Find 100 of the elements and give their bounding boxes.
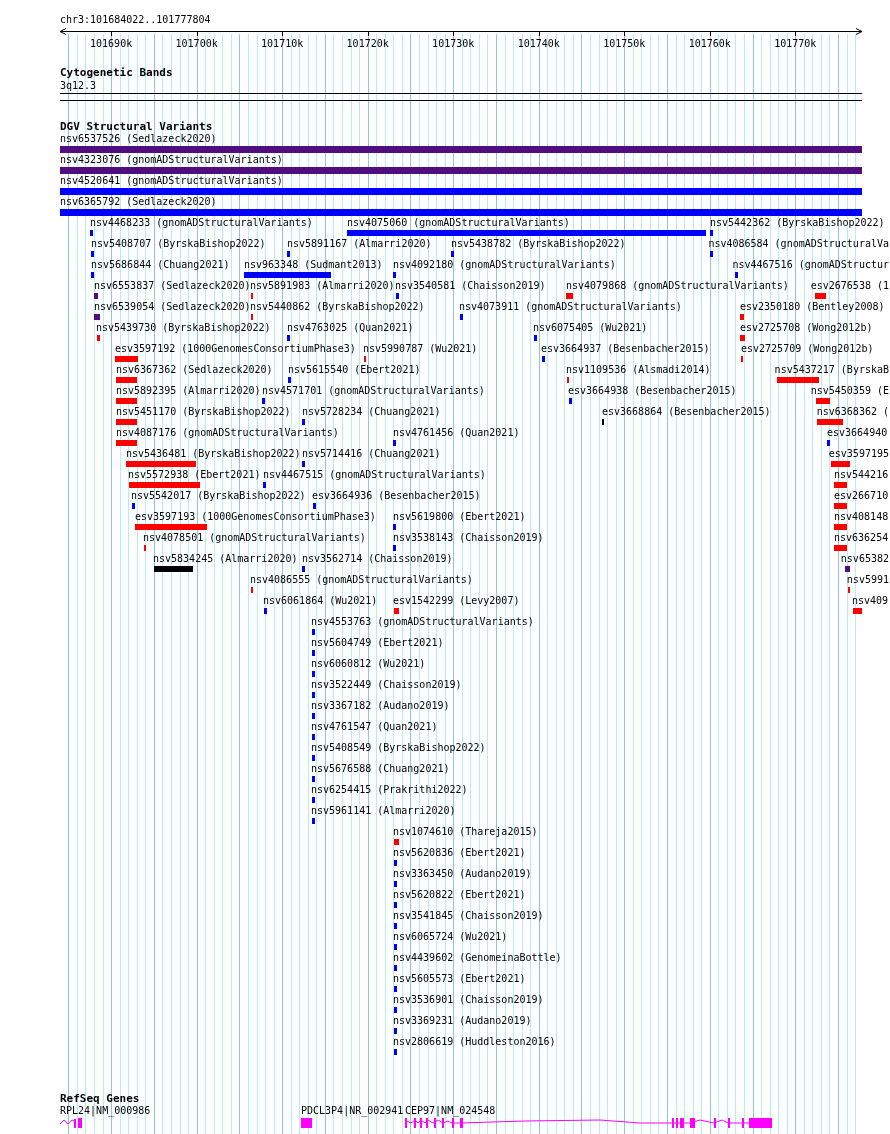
track-title: Cytogenetic Bands	[60, 67, 173, 79]
variant-label: nsv5620836 (Ebert2021)	[393, 847, 526, 859]
variant-label: esv3668864 (Besenbacher2015)	[602, 406, 771, 418]
tick-label: 101690k	[90, 38, 133, 50]
variant-label: nsv4571701 (gnomADStructuralVariants)	[262, 385, 485, 397]
variant-label: nsv408148	[834, 511, 889, 523]
variant-label: nsv6368362 (	[816, 406, 889, 418]
variant-label: nsv5990787 (Wu2021)	[363, 343, 478, 355]
variant-label: nsv3538143 (Chaisson2019)	[393, 532, 544, 544]
variant-label: nsv5408707 (ByrskaBishop2022)	[91, 238, 266, 250]
variant-label: nsv963348 (Sudmant2013)	[244, 259, 383, 271]
variant-label: esv2350180 (Bentley2008)	[740, 301, 885, 313]
variant-label: nsv3369231 (Audano2019)	[393, 1015, 532, 1027]
variant-label: esv3664940	[827, 427, 888, 439]
gene-label: PDCL3P4|NR_002941	[301, 1105, 404, 1117]
variant-label: nsv6075405 (Wu2021)	[533, 322, 648, 334]
variant-label: nsv4761456 (Quan2021)	[393, 427, 520, 439]
variant-label: nsv6061864 (Wu2021)	[263, 595, 378, 607]
variant-label: nsv5572938 (Ebert2021)	[128, 469, 261, 481]
variant-label: nsv4323076 (gnomADStructuralVariants)	[60, 154, 283, 166]
gene-label: RPL24|NM_000986	[60, 1105, 151, 1117]
variant-label: nsv5450359 (E	[810, 385, 889, 397]
variant-label: nsv3367182 (Audano2019)	[311, 700, 450, 712]
gene-label: CEP97|NM_024548	[405, 1105, 496, 1117]
variant-label: nsv2806619 (Huddleston2016)	[393, 1036, 556, 1048]
variant-label: nsv3541845 (Chaisson2019)	[393, 910, 544, 922]
variant-label: nsv65382	[840, 553, 889, 565]
variant-label: nsv5451170 (ByrskaBishop2022)	[116, 406, 291, 418]
variant-label: nsv4092180 (gnomADStructuralVariants)	[393, 259, 616, 271]
variant-label: nsv4467516 (gnomADStructur	[732, 259, 889, 271]
variant-label: nsv6539054 (Sedlazeck2020)	[94, 301, 251, 313]
variant-label: nsv5728234 (Chuang2021)	[302, 406, 441, 418]
variant-label: nsv4078501 (gnomADStructuralVariants)	[143, 532, 366, 544]
variant-label: nsv5892395 (Almarri2020)	[116, 385, 261, 397]
variant-label: nsv4763025 (Quan2021)	[287, 322, 414, 334]
tick-label: 101730k	[432, 38, 475, 50]
variant-label: nsv4761547 (Quan2021)	[311, 721, 438, 733]
track-title: RefSeq Genes	[60, 1093, 140, 1105]
variant-label: nsv6060812 (Wu2021)	[311, 658, 426, 670]
variant-label: nsv3363450 (Audano2019)	[393, 868, 532, 880]
variant-label: nsv5436481 (ByrskaBishop2022)	[126, 448, 301, 460]
variant-label: esv2725709 (Wong2012b)	[741, 343, 874, 355]
variant-label: nsv5619800 (Ebert2021)	[393, 511, 526, 523]
variant-label: nsv5604749 (Ebert2021)	[311, 637, 444, 649]
variant-label: nsv1074610 (Thareja2015)	[393, 826, 538, 838]
variant-label: nsv6365792 (Sedlazeck2020)	[60, 196, 217, 208]
variant-label: nsv636254	[834, 532, 889, 544]
variant-label: nsv4075060 (gnomADStructuralVariants)	[347, 217, 570, 229]
tick-label: 101770k	[774, 38, 817, 50]
variant-label: esv3664937 (Besenbacher2015)	[541, 343, 710, 355]
variant-label: nsv4468233 (gnomADStructuralVariants)	[90, 217, 313, 229]
variant-label: nsv4079868 (gnomADStructuralVariants)	[566, 280, 789, 292]
variant-label: nsv1109536 (Alsmadi2014)	[566, 364, 711, 376]
variant-label: nsv3522449 (Chaisson2019)	[311, 679, 462, 691]
tick-label: 101720k	[346, 38, 389, 50]
variant-label: nsv6553837 (Sedlazeck2020)	[94, 280, 251, 292]
variant-label: nsv5442362 (ByrskaBishop2022)	[710, 217, 885, 229]
variant-label: nsv5676588 (Chuang2021)	[311, 763, 450, 775]
variant-label: esv3664938 (Besenbacher2015)	[568, 385, 737, 397]
variant-label: nsv3540581 (Chaisson2019)	[395, 280, 546, 292]
variant-label: nsv6065724 (Wu2021)	[393, 931, 508, 943]
variant-label: nsv4439602 (GenomeinaBottle)	[393, 952, 562, 964]
variant-label: nsv5686844 (Chuang2021)	[91, 259, 230, 271]
variant-label: nsv5991	[846, 574, 889, 586]
variant-label: nsv6537526 (Sedlazeck2020)	[60, 133, 217, 145]
variant-label: nsv5437217 (ByrskaB	[774, 364, 889, 376]
tick-label: 101740k	[517, 38, 560, 50]
variant-label: nsv6367362 (Sedlazeck2020)	[116, 364, 273, 376]
variant-label: nsv5891983 (Almarri2020)	[250, 280, 395, 292]
variant-label: nsv4086584 (gnomADStructuralVa	[708, 238, 889, 250]
tick-label: 101750k	[603, 38, 646, 50]
variant-label: nsv4520641 (gnomADStructuralVariants)	[60, 175, 283, 187]
variant-label: nsv3562714 (Chaisson2019)	[302, 553, 453, 565]
variant-label: nsv5834245 (Almarri2020)	[153, 553, 298, 565]
variant-label: esv2725708 (Wong2012b)	[740, 322, 873, 334]
variant-label: nsv5542017 (ByrskaBishop2022)	[131, 490, 306, 502]
variant-label: nsv5615540 (Ebert2021)	[288, 364, 421, 376]
variant-label: esv3664936 (Besenbacher2015)	[312, 490, 481, 502]
band-label: 3q12.3	[60, 80, 97, 92]
variant-label: nsv4467515 (gnomADStructuralVariants)	[263, 469, 486, 481]
variant-label: nsv5605573 (Ebert2021)	[393, 973, 526, 985]
tick-label: 101760k	[688, 38, 731, 50]
track-title: DGV Structural Variants	[60, 121, 213, 133]
variant-label: nsv544216	[834, 469, 889, 481]
variant-label: nsv5891167 (Almarri2020)	[287, 238, 432, 250]
tick-label: 101700k	[175, 38, 218, 50]
variant-label: esv3597193 (1000GenomesConsortiumPhase3)	[135, 511, 376, 523]
variant-label: nsv5439730 (ByrskaBishop2022)	[96, 322, 271, 334]
variant-label: nsv5961141 (Almarri2020)	[311, 805, 456, 817]
variant-label: nsv5408549 (ByrskaBishop2022)	[311, 742, 486, 754]
variant-label: nsv5620822 (Ebert2021)	[393, 889, 526, 901]
variant-label: nsv5714416 (Chuang2021)	[302, 448, 441, 460]
variant-label: nsv4073911 (gnomADStructuralVariants)	[459, 301, 682, 313]
variant-label: esv2676538 (1	[810, 280, 889, 292]
variant-label: nsv4086555 (gnomADStructuralVariants)	[250, 574, 473, 586]
variant-label: nsv4087176 (gnomADStructuralVariants)	[116, 427, 339, 439]
coordinate-label: chr3:101684022..101777804	[60, 14, 211, 26]
variant-label: esv266710	[834, 490, 889, 502]
variant-label: esv1542299 (Levy2007)	[393, 595, 520, 607]
variant-label: nsv5440862 (ByrskaBishop2022)	[250, 301, 425, 313]
